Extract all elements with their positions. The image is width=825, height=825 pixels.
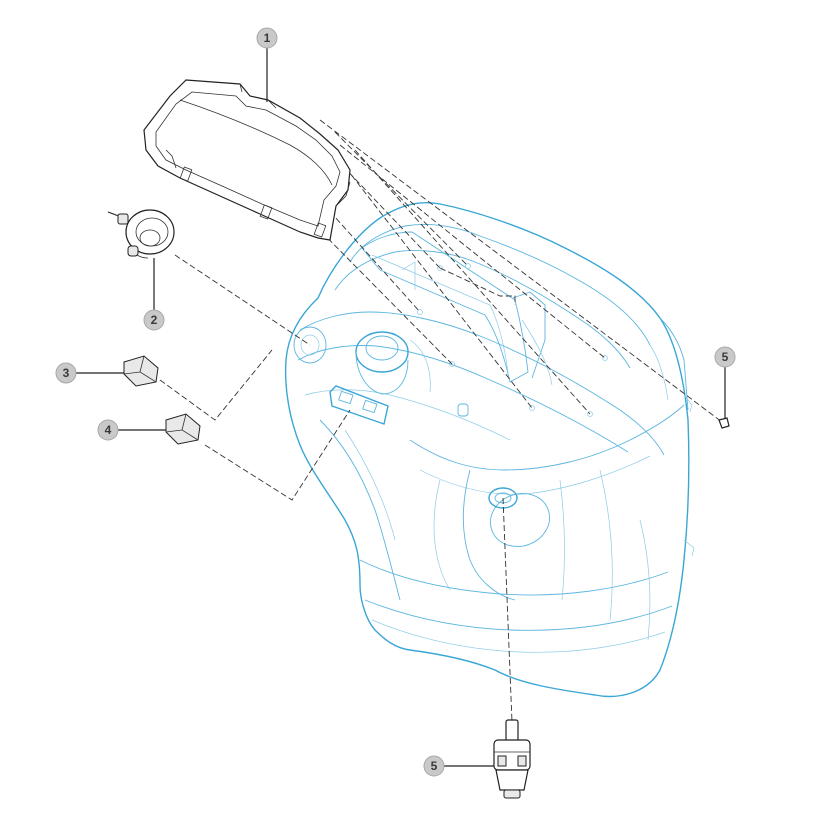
callout-4-label: 4 [105,423,112,437]
callout-5-ignition: 5 [423,755,494,777]
callout-5-ignition-label: 5 [431,759,438,773]
callout-3-label: 3 [63,366,70,380]
instrument-cluster-part [143,79,351,241]
callout-1: 1 [256,27,278,102]
front-cover-housing [284,201,695,698]
screw-part-5 [718,417,730,429]
callout-2-label: 2 [151,313,158,327]
callout-4: 4 [97,419,166,441]
ignition-switch-part-5 [493,719,531,799]
callout-1-label: 1 [264,31,271,45]
callout-3: 3 [55,362,124,384]
callout-2: 2 [143,258,165,331]
rotary-knob-part [107,209,175,259]
switch-part-3 [123,355,159,387]
assembly-lines [159,119,723,723]
callout-5-screw: 5 [714,346,736,418]
callout-5-screw-label: 5 [722,350,729,364]
switch-part-4 [165,413,201,445]
